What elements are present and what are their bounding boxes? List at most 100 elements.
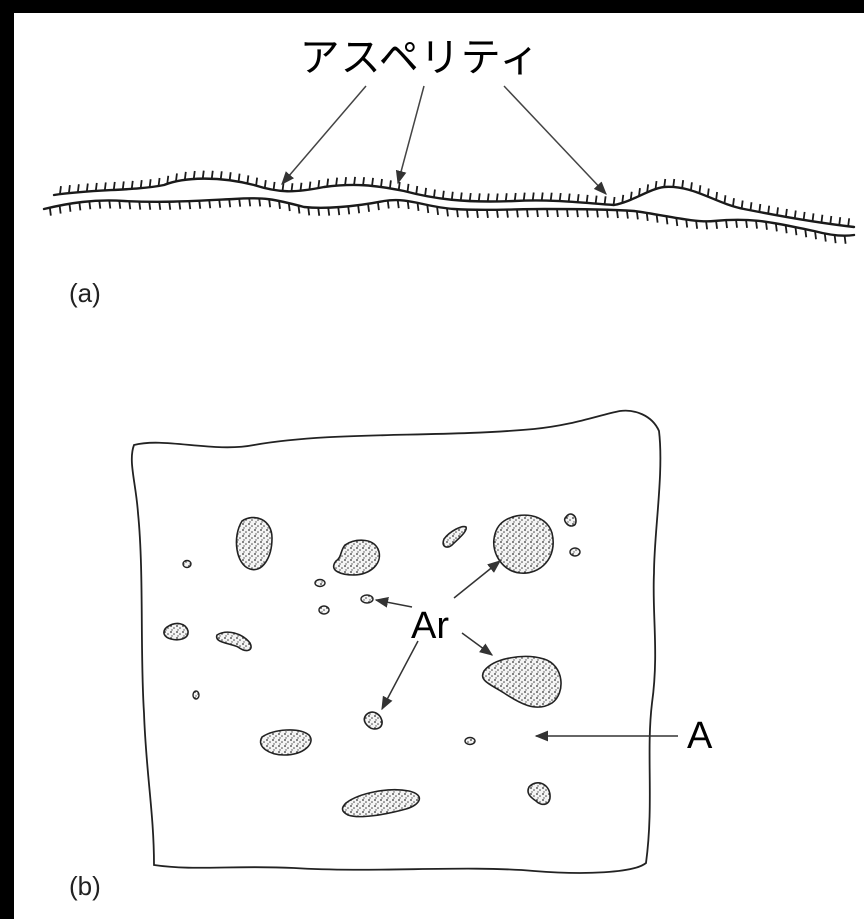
hatch-tick xyxy=(185,172,186,180)
hatch-tick xyxy=(716,192,717,200)
hatch-tick xyxy=(221,171,222,179)
contact-spot xyxy=(164,624,188,640)
hatch-tick xyxy=(577,209,578,217)
hatch-tick xyxy=(239,199,240,207)
hatch-tick xyxy=(194,171,195,179)
hatch-tick xyxy=(666,216,667,224)
contact-spot xyxy=(483,656,561,707)
hatch-tick xyxy=(96,183,97,191)
hatch-tick xyxy=(209,200,210,208)
diagram-figure: アスペリティ (a) (b) Ar A xyxy=(14,13,864,919)
hatch-tick xyxy=(527,209,528,217)
hatch-tick xyxy=(408,184,409,192)
hatch-tick xyxy=(676,218,677,226)
hatch-tick xyxy=(109,200,110,208)
hatch-tick xyxy=(587,209,588,217)
hatch-tick xyxy=(560,193,561,201)
hatch-tick xyxy=(219,200,220,208)
hatch-tick xyxy=(542,192,543,200)
panel-a-label: (a) xyxy=(69,278,101,309)
hatch-tick xyxy=(452,192,453,200)
hatch-tick xyxy=(587,195,588,203)
hatch-tick xyxy=(372,178,373,186)
hatch-tick xyxy=(821,215,822,223)
hatch-tick xyxy=(159,202,160,210)
hatch-tick xyxy=(381,179,382,187)
hatch-tick xyxy=(733,198,734,206)
hatch-tick xyxy=(363,177,364,185)
hatch-tick xyxy=(79,202,80,210)
hatch-tick xyxy=(835,235,836,243)
ar-arrow-left xyxy=(376,600,412,607)
hatch-tick xyxy=(724,195,725,203)
contact-spot xyxy=(236,518,272,570)
hatch-tick xyxy=(557,209,558,217)
hatch-tick xyxy=(78,184,79,192)
hatch-tick xyxy=(269,199,270,207)
hatch-tick xyxy=(265,180,266,188)
hatch-tick xyxy=(239,174,240,182)
contact-spot xyxy=(343,790,420,817)
contact-spot xyxy=(443,527,466,547)
hatch-tick xyxy=(229,199,230,207)
hatch-tick xyxy=(416,186,417,194)
contact-spot xyxy=(183,561,191,568)
hatch-tick xyxy=(746,220,747,228)
hatch-tick xyxy=(289,203,290,211)
hatch-tick xyxy=(815,231,816,239)
hatch-tick xyxy=(368,204,369,212)
hatch-tick xyxy=(647,213,648,221)
hatch-tick xyxy=(150,179,151,187)
hatch-tick xyxy=(477,210,478,218)
hatch-tick xyxy=(673,179,674,187)
hatch-tick xyxy=(506,193,507,201)
hatch-tick xyxy=(547,209,548,217)
hatch-tick xyxy=(487,210,488,218)
hatch-tick xyxy=(699,185,700,193)
hatch-tick xyxy=(354,177,355,185)
hatch-tick xyxy=(199,201,200,209)
contact-spot xyxy=(319,606,329,614)
hatch-tick xyxy=(839,217,840,225)
hatch-tick xyxy=(537,209,538,217)
hatch-tick xyxy=(338,207,339,215)
contact-spot xyxy=(364,712,382,729)
contact-spot xyxy=(494,515,553,573)
contact-area-arrows xyxy=(376,561,678,736)
apparent-area-label: A xyxy=(687,715,712,758)
hatch-tick xyxy=(443,191,444,199)
hatch-tick xyxy=(447,208,448,216)
hatch-tick xyxy=(99,201,100,209)
hatch-tick xyxy=(706,221,707,229)
ar-arrow-lower-right xyxy=(462,633,492,655)
contact-spot xyxy=(193,691,199,699)
hatch-tick xyxy=(203,171,204,179)
hatch-tick xyxy=(716,221,717,229)
hatch-tick xyxy=(467,210,468,218)
hatch-tick xyxy=(274,182,275,190)
contact-spot xyxy=(261,730,311,755)
hatch-tick xyxy=(639,188,640,196)
panel-b-label: (b) xyxy=(69,871,101,902)
hatch-tick xyxy=(617,210,618,218)
hatch-tick xyxy=(726,220,727,228)
hatch-tick xyxy=(756,221,757,229)
hatch-tick xyxy=(256,178,257,186)
hatch-tick xyxy=(249,198,250,206)
hatch-tick xyxy=(786,209,787,217)
real-contact-spots xyxy=(164,514,576,817)
diagram-canvas xyxy=(14,13,864,919)
hatch-tick xyxy=(348,206,349,214)
hatch-tick xyxy=(141,180,142,188)
asperity-arrow-left xyxy=(282,86,366,184)
hatch-tick xyxy=(795,210,796,218)
asperity-arrow-center xyxy=(398,86,424,183)
contact-spot xyxy=(465,738,475,745)
hatch-tick xyxy=(328,208,329,216)
lower-surface-hatching xyxy=(50,198,846,243)
hatch-tick xyxy=(105,182,106,190)
contact-spot xyxy=(315,580,325,587)
hatch-tick xyxy=(736,220,737,228)
hatch-tick xyxy=(176,173,177,181)
hatch-tick xyxy=(60,206,61,214)
